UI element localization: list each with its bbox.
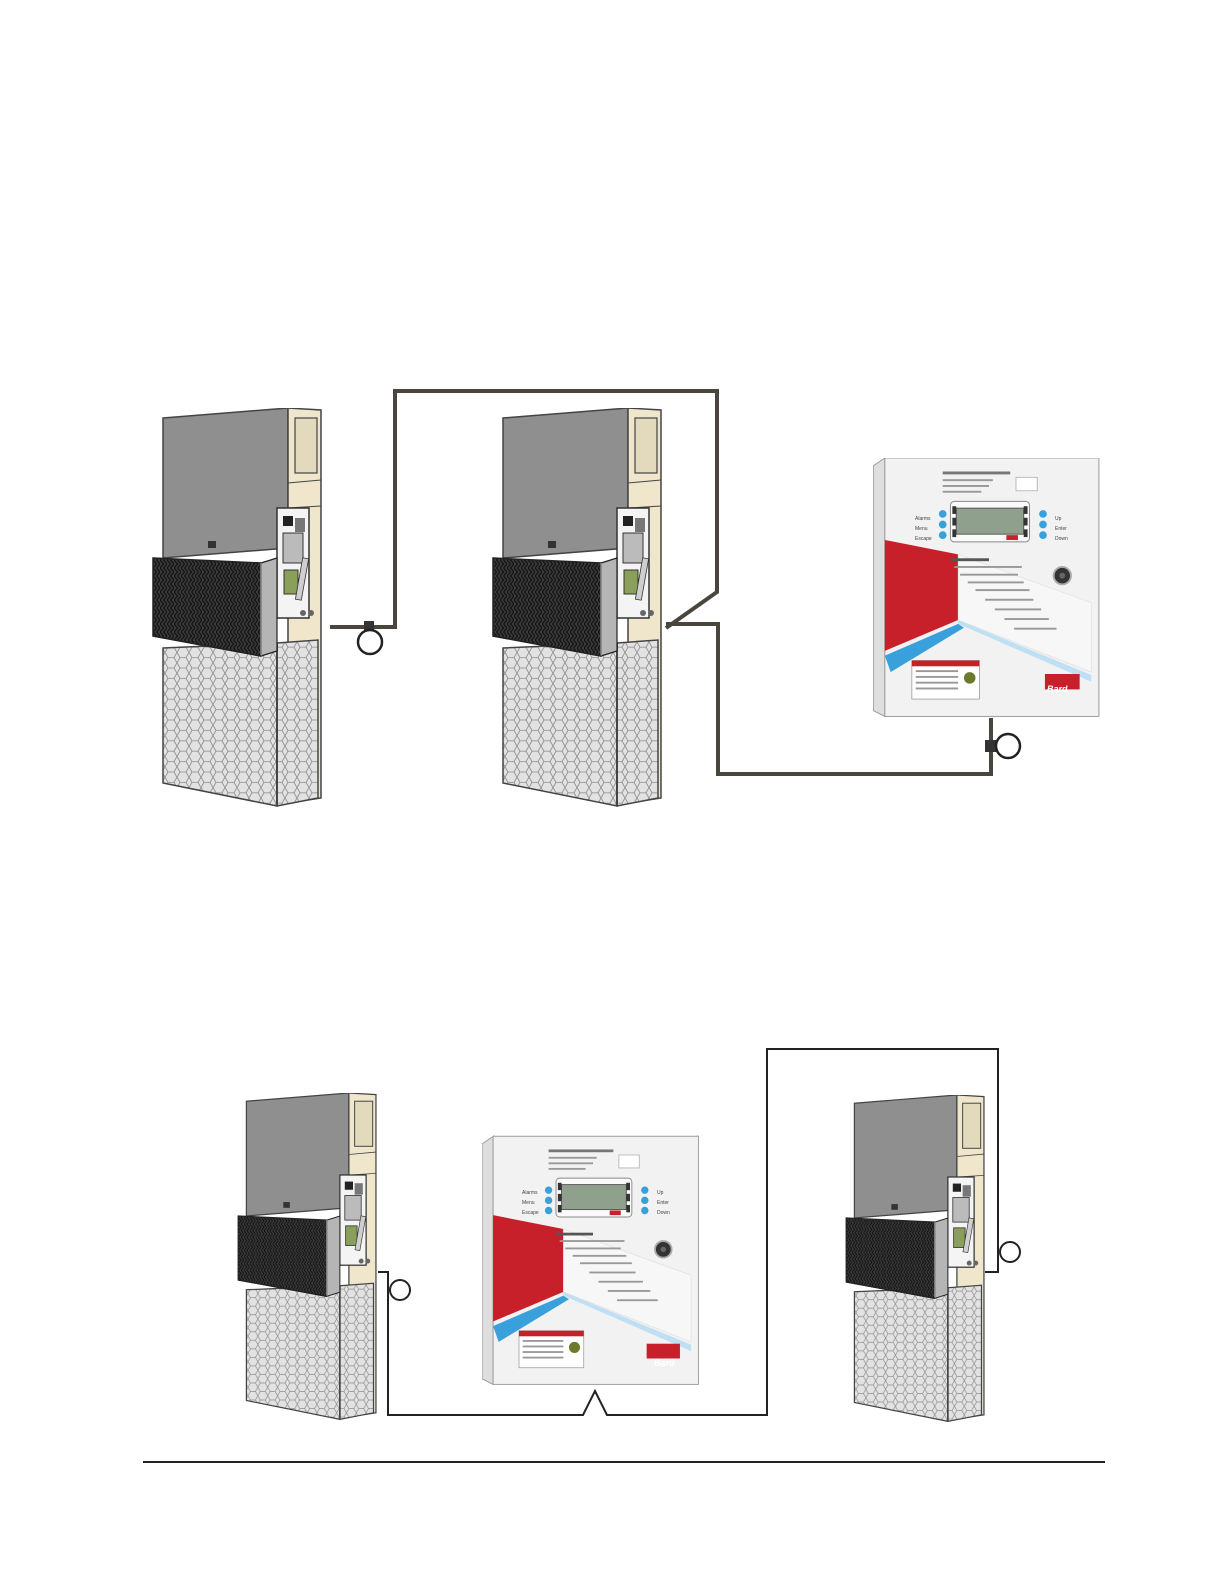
controller-label-enter: Enter: [657, 1200, 669, 1206]
controller-label-menu: Menu: [522, 1200, 535, 1206]
controller-label-down: Down: [1055, 536, 1068, 542]
controller-panel-icon: Alarms Menu Escape Up Enter Down Bard: [873, 452, 1099, 716]
wall-mount-unit-icon: [846, 1095, 984, 1421]
connector-circle-icon: [390, 1280, 410, 1300]
controller-label-up: Up: [657, 1190, 664, 1196]
wall-mount-unit-icon: [493, 408, 661, 806]
footer-divider: [143, 1461, 1105, 1463]
wall-mount-unit-icon: [238, 1093, 376, 1419]
controller-label-escape: Escape: [522, 1210, 539, 1216]
connector-circle-icon: [358, 630, 382, 654]
controller-label-enter: Enter: [1055, 526, 1067, 532]
controller-panel-icon: Alarms Menu Escape Up Enter Down Bard: [482, 1131, 698, 1384]
controller-label-menu: Menu: [915, 526, 928, 532]
controller-brand-logo: Bard: [654, 1358, 675, 1368]
controller-label-escape: Escape: [915, 536, 932, 542]
controller-label-down: Down: [657, 1210, 670, 1216]
wall-mount-unit-icon: [153, 408, 321, 806]
controller-label-alarms: Alarms: [522, 1190, 538, 1196]
connector-circle-icon: [996, 734, 1020, 758]
connector-circle-icon: [1000, 1242, 1020, 1262]
controller-label-alarms: Alarms: [915, 516, 931, 522]
controller-brand-logo: Bard: [1047, 684, 1068, 694]
controller-label-up: Up: [1055, 516, 1062, 522]
